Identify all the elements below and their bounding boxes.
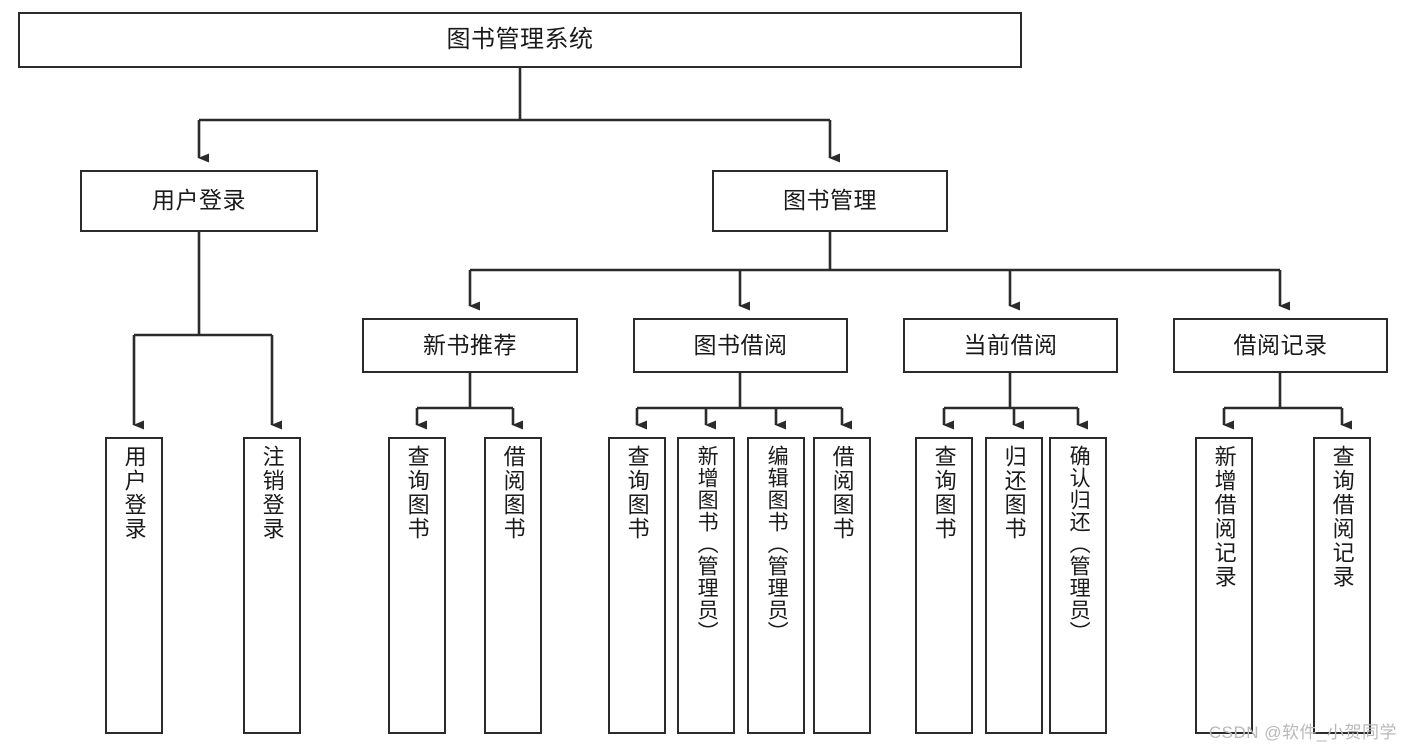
node-label: 查询图书: [404, 445, 430, 541]
node-new-book-recommend[interactable]: 新书推荐: [362, 318, 578, 373]
node-label: 当前借阅: [963, 331, 1058, 358]
watermark-text: CSDN @软件_小贺同学: [1208, 723, 1397, 742]
node-label: 新增借阅记录: [1211, 445, 1237, 589]
node-current-borrow[interactable]: 当前借阅: [903, 318, 1118, 373]
leaf-current-query-book[interactable]: 查询图书: [915, 437, 973, 734]
node-book-borrow[interactable]: 图书借阅: [633, 318, 848, 373]
node-label: 图书借阅: [693, 331, 788, 358]
node-label: 查询借阅记录: [1329, 445, 1355, 589]
node-label: 图书管理: [783, 187, 877, 214]
node-label: 查询图书: [624, 445, 650, 541]
node-label: 归还图书: [1001, 445, 1027, 541]
node-label: 用户登录: [152, 187, 246, 214]
node-label: 借阅记录: [1233, 331, 1328, 358]
leaf-record-add[interactable]: 新增借阅记录: [1195, 437, 1253, 734]
leaf-borrow-borrow-book[interactable]: 借阅图书: [813, 437, 871, 734]
leaf-user-login-signin[interactable]: 用户登录: [105, 437, 163, 734]
leaf-record-query[interactable]: 查询借阅记录: [1313, 437, 1371, 734]
leaf-user-login-signout[interactable]: 注销登录: [243, 437, 301, 734]
node-label: 查询图书: [931, 445, 957, 541]
node-label: 用户登录: [121, 445, 147, 541]
node-book-management[interactable]: 图书管理: [712, 170, 948, 232]
node-label: 借阅图书: [829, 445, 855, 541]
leaf-borrow-add-book-admin[interactable]: 新增图书（管理员）: [677, 437, 735, 734]
leaf-current-return-book[interactable]: 归还图书: [985, 437, 1043, 734]
node-label: 图书管理系统: [446, 25, 594, 53]
leaf-borrow-edit-book-admin[interactable]: 编辑图书（管理员）: [747, 437, 805, 734]
leaf-new-book-query[interactable]: 查询图书: [388, 437, 446, 734]
node-label: 确认归还（管理员）: [1067, 445, 1091, 643]
leaf-current-confirm-return-admin[interactable]: 确认归还（管理员）: [1049, 437, 1107, 734]
leaf-new-book-borrow[interactable]: 借阅图书: [484, 437, 542, 734]
leaf-borrow-query-book[interactable]: 查询图书: [608, 437, 666, 734]
node-label: 新书推荐: [423, 331, 517, 358]
node-label: 编辑图书（管理员）: [765, 445, 789, 643]
node-label: 新增图书（管理员）: [695, 445, 719, 643]
node-label: 注销登录: [259, 445, 285, 541]
node-borrow-record[interactable]: 借阅记录: [1173, 318, 1388, 373]
node-root-library-system[interactable]: 图书管理系统: [18, 12, 1022, 68]
node-label: 借阅图书: [500, 445, 526, 541]
node-user-login[interactable]: 用户登录: [80, 170, 318, 232]
